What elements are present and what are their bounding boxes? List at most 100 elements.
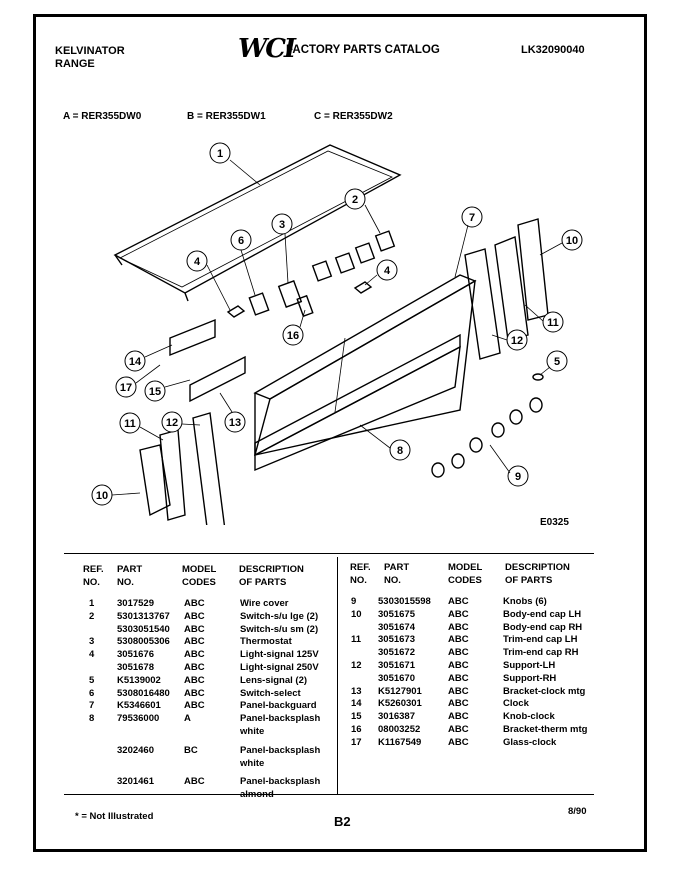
backsplash-part [254,333,461,457]
brand-name: KELVINATOR [55,45,125,57]
table-cell: Panel-backsplash [240,776,321,788]
switch-parts [311,230,396,282]
callout-12a: 12 [506,329,528,351]
table-bottom-rule [64,794,594,795]
callout-16: 16 [282,324,304,346]
left-ref-header: REF.NO. [83,564,104,588]
callout-10b: 10 [91,484,113,506]
table-cell: Lens-signal (2) [240,674,308,686]
table-cell: 11 [351,634,362,646]
table-cell [184,758,205,771]
table-cell: Glass-clock [503,736,557,748]
table-divider [337,557,338,794]
callout-4a: 4 [186,250,208,272]
table-cell: Switch-s/u sm (2) [240,623,319,635]
table-cell: Wire cover [240,598,289,609]
not-illustrated-note: * = Not Illustrated [75,811,154,822]
table-cell: 17 [351,736,362,748]
table-cell [351,673,362,686]
table-cell: 15 [351,711,362,723]
svg-text:4: 4 [384,265,391,277]
table-cell: 3051671 [378,659,415,671]
catalog-number: LK32090040 [521,44,585,56]
table-cell: K5346601 [117,700,161,712]
callout-5: 5 [546,350,568,372]
table-cell: Support-LH [503,659,556,671]
table-cell: Bracket-clock mtg [503,685,586,697]
svg-text:2: 2 [352,194,358,206]
knob-parts [431,397,543,478]
callout-13: 13 [224,411,246,433]
table-cell: 79536000 [117,713,160,725]
table-cell [89,624,94,637]
table-cell: 9 [351,596,357,607]
table-cell: 10 [351,608,362,620]
table-cell: 13 [351,685,362,697]
table-cell: ABC [184,776,205,788]
table-cell: Knobs (6) [503,596,547,607]
right-ref-header: REF.NO. [350,562,371,586]
table-cell: ABC [448,647,469,659]
table-cell: ABC [448,685,469,697]
table-cell [184,726,205,739]
callout-6: 6 [230,229,252,251]
revision-date: 8/90 [568,806,587,817]
svg-text:11: 11 [124,418,136,430]
table-cell: Support-RH [503,672,557,684]
table-cell: almond [240,789,320,802]
table-cell [89,726,94,739]
table-cell: ABC [448,621,469,633]
callout-11b: 11 [119,412,141,434]
table-cell: Body-end cap LH [503,608,582,620]
table-cell: K5260301 [378,698,422,710]
table-cell: ABC [184,598,205,609]
table-cell: Light-signal 125V [240,649,319,661]
table-cell: 3051675 [378,608,415,620]
table-cell: Panel-backsplash [240,744,321,756]
callout-7: 7 [461,206,483,228]
table-cell: 3051670 [378,672,415,684]
table-cell [89,777,94,790]
table-cell: white [240,757,265,769]
callout-9: 9 [507,465,529,487]
table-cell: 3202460 [117,744,154,756]
svg-text:4: 4 [194,256,201,268]
svg-text:11: 11 [547,317,559,329]
switch-select-part [248,292,270,316]
table-cell: ABC [448,723,469,735]
table-cell: 2 [89,610,95,622]
page-frame [33,14,647,852]
body-end-cap-rh [517,218,549,321]
callout-4b: 4 [376,259,398,281]
table-cell: 8 [89,713,95,725]
table-cell: ABC [184,674,205,686]
callout-8: 8 [389,439,411,461]
table-cell: 3051674 [378,621,415,633]
table-cell: 5303015598 [378,596,431,607]
table-cell: ABC [448,608,469,620]
table-cell: 3051672 [378,647,415,659]
table-cell: 3051673 [378,634,415,646]
table-cell: ABC [184,649,205,661]
callout-15: 15 [144,380,166,402]
table-cell: 6 [89,687,95,699]
table-cell: Knob-clock [503,711,555,723]
table-cell: ABC [448,672,469,684]
svg-text:10: 10 [566,235,578,247]
table-cell: ABC [184,623,205,635]
table-cell: 5301313767 [117,610,170,622]
svg-text:9: 9 [515,471,521,483]
table-cell: ABC [184,687,205,699]
table-cell [89,764,94,777]
table-cell [117,726,170,739]
svg-text:12: 12 [166,417,178,429]
svg-text:14: 14 [129,356,142,368]
callout-1: 1 [209,142,231,164]
table-cell: 3 [89,636,95,648]
